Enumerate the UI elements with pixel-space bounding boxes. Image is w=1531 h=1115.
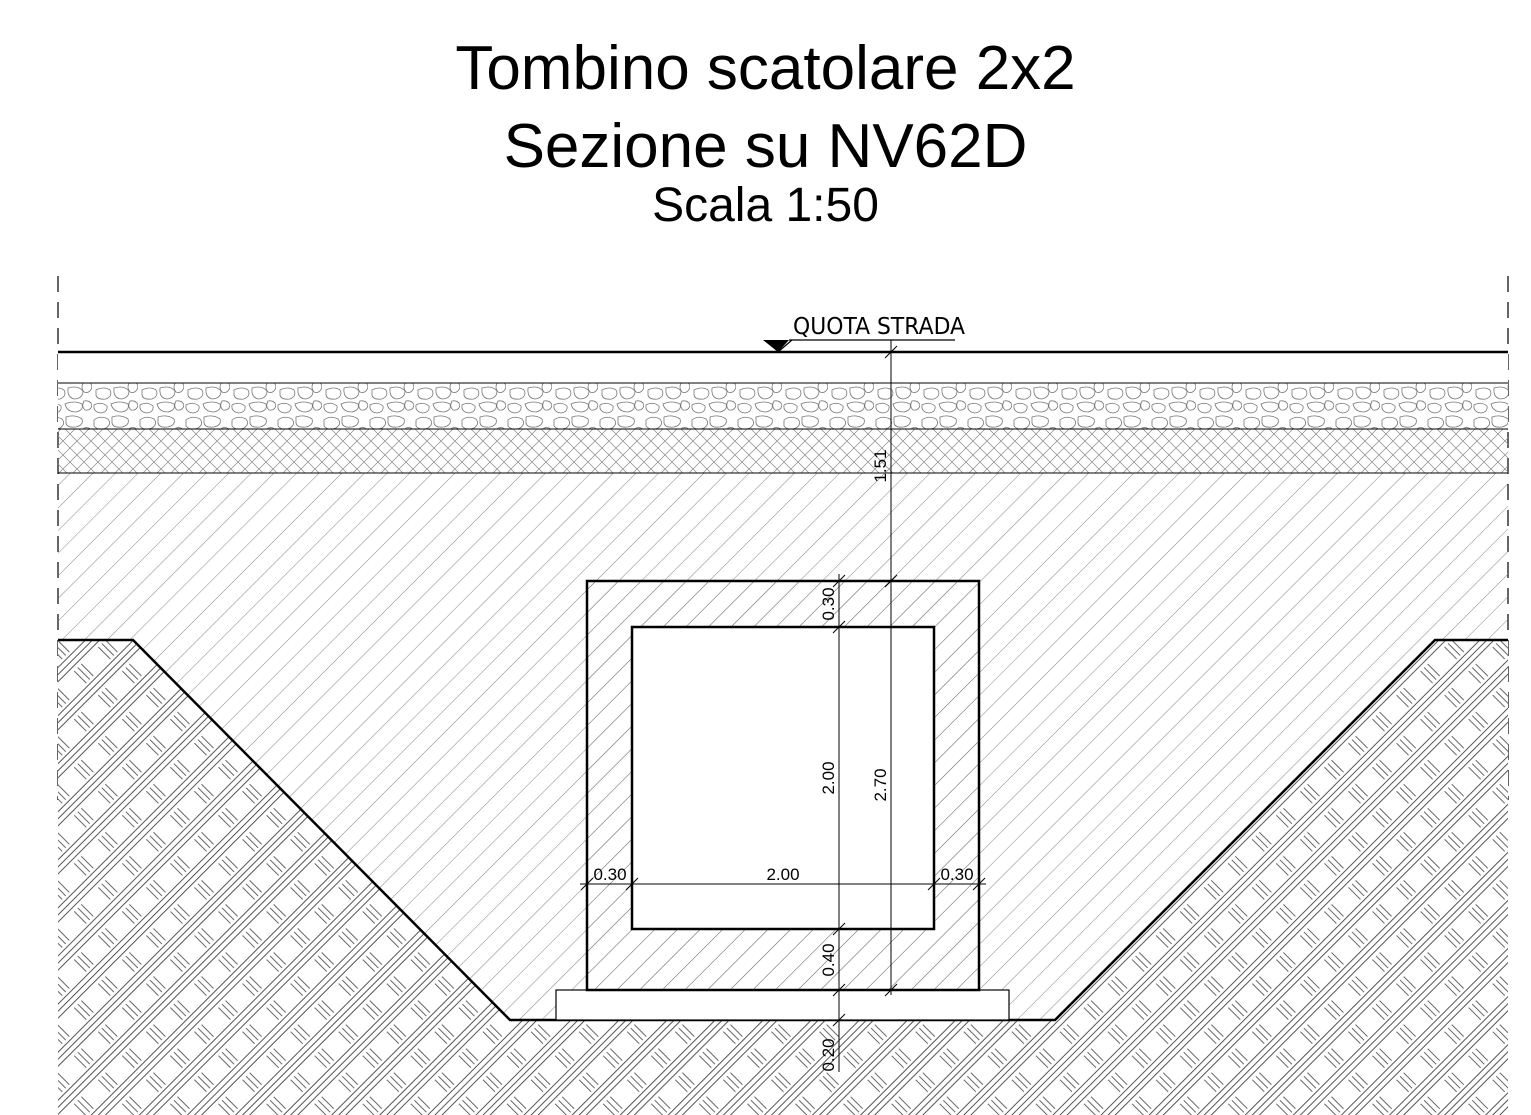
culvert-opening: [630, 625, 936, 931]
dim-inner-height: 2.00: [819, 761, 838, 794]
road-pavement: [58, 350, 1508, 474]
road-level-label: QUOTA STRADA: [793, 314, 965, 340]
dim-bottom-slab: 0.40: [819, 943, 838, 976]
dim-outer-height: 2.70: [871, 768, 890, 801]
box-culvert: [585, 579, 981, 992]
dim-cover-depth: 1.51: [871, 449, 890, 482]
dimension-labels: 1.51 0.30 2.00 2.70 0.40 0.20 0.30 2.00 …: [593, 449, 973, 1071]
drawing-title: Tombino scatolare 2x2: [455, 34, 1076, 103]
dimension-lines: [580, 340, 986, 1072]
drawing-subtitle: Sezione su NV62D: [503, 112, 1028, 181]
dim-right-wall: 0.30: [940, 865, 973, 884]
foundation-slab: [555, 989, 1010, 1021]
dim-left-wall: 0.30: [593, 865, 626, 884]
drawing-scale: Scala 1:50: [652, 179, 879, 232]
dim-inner-width: 2.00: [766, 865, 799, 884]
dim-top-slab: 0.30: [819, 587, 838, 620]
natural-ground: [58, 640, 1508, 1115]
road-level-marker: QUOTA STRADA: [763, 314, 965, 353]
dim-foundation: 0.20: [819, 1038, 838, 1071]
